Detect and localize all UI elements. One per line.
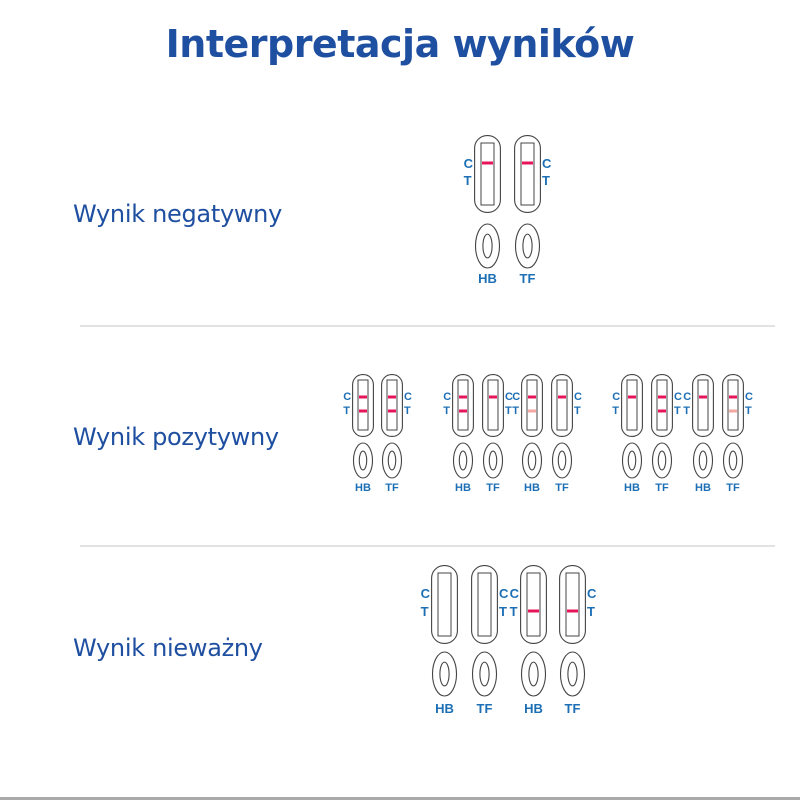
cassette-strip-icon xyxy=(474,135,501,269)
control-line-marker: C xyxy=(404,390,412,403)
cassette-strip-icon xyxy=(559,565,586,697)
control-line-marker: C xyxy=(745,390,753,403)
control-line-marker: C xyxy=(674,390,682,403)
row-label-invalid: Wynik nieważny xyxy=(73,634,263,662)
control-line-marker: C xyxy=(343,390,352,403)
test-line-marker: T xyxy=(509,603,518,619)
cassette-strip-icon xyxy=(651,374,673,479)
control-line-marker: C xyxy=(512,390,521,403)
device-label-hb: HB xyxy=(695,482,711,494)
device-label-hb: HB xyxy=(624,482,640,494)
control-line-marker: C xyxy=(505,390,513,403)
device-label-hb: HB xyxy=(355,482,371,494)
device-label-hb: HB xyxy=(478,271,497,286)
device-label-hb: HB xyxy=(435,701,454,716)
device-label-hb: HB xyxy=(524,701,543,716)
device-label-tf: TF xyxy=(726,482,740,494)
test-line-marker: T xyxy=(674,404,681,417)
test-line-marker: T xyxy=(499,603,507,619)
cassette-strip-icon xyxy=(692,374,714,479)
test-line-marker: T xyxy=(745,404,752,417)
bottom-border xyxy=(0,797,800,800)
test-line-marker: T xyxy=(683,404,690,417)
control-line-marker: C xyxy=(420,585,430,601)
cassette-strip-icon xyxy=(431,565,458,697)
cassette-strip-icon xyxy=(621,374,643,479)
device-label-hb: HB xyxy=(524,482,540,494)
test-line-marker: T xyxy=(587,603,595,619)
control-line-marker: C xyxy=(499,585,509,601)
test-line-marker: T xyxy=(542,172,550,188)
divider xyxy=(80,545,775,547)
device-label-tf: TF xyxy=(564,701,581,716)
cassette-strip-icon xyxy=(520,565,547,697)
test-line-marker: T xyxy=(463,172,472,188)
test-line-marker: T xyxy=(420,603,429,619)
device-label-tf: TF xyxy=(555,482,569,494)
test-line-marker: T xyxy=(505,404,512,417)
cassette-strip-icon xyxy=(471,565,498,697)
page-title: Interpretacja wyników xyxy=(165,22,635,66)
control-line-marker: C xyxy=(574,390,582,403)
row-label-negative: Wynik negatywny xyxy=(73,200,282,228)
cassette-strip-icon xyxy=(521,374,543,479)
test-line-marker: T xyxy=(612,404,619,417)
cassette-strip-icon xyxy=(722,374,744,479)
device-label-tf: TF xyxy=(655,482,669,494)
test-line-marker: T xyxy=(343,404,350,417)
control-line-marker: C xyxy=(587,585,597,601)
test-line-marker: T xyxy=(574,404,581,417)
cassette-strip-icon xyxy=(514,135,541,269)
control-line-marker: C xyxy=(612,390,621,403)
device-label-tf: TF xyxy=(519,271,536,286)
cassette-strip-icon xyxy=(452,374,474,479)
control-line-marker: C xyxy=(509,585,519,601)
cassette-strip-icon xyxy=(482,374,504,479)
test-line-marker: T xyxy=(512,404,519,417)
cassette-strip-icon xyxy=(551,374,573,479)
device-label-tf: TF xyxy=(385,482,399,494)
device-label-hb: HB xyxy=(455,482,471,494)
device-label-tf: TF xyxy=(486,482,500,494)
divider xyxy=(80,325,775,327)
control-line-marker: C xyxy=(542,155,552,171)
device-label-tf: TF xyxy=(476,701,493,716)
test-line-marker: T xyxy=(443,404,450,417)
row-label-positive: Wynik pozytywny xyxy=(73,423,279,451)
cassette-strip-icon xyxy=(352,374,374,479)
control-line-marker: C xyxy=(443,390,452,403)
control-line-marker: C xyxy=(683,390,692,403)
control-line-marker: C xyxy=(463,155,473,171)
cassette-strip-icon xyxy=(381,374,403,479)
test-line-marker: T xyxy=(404,404,411,417)
